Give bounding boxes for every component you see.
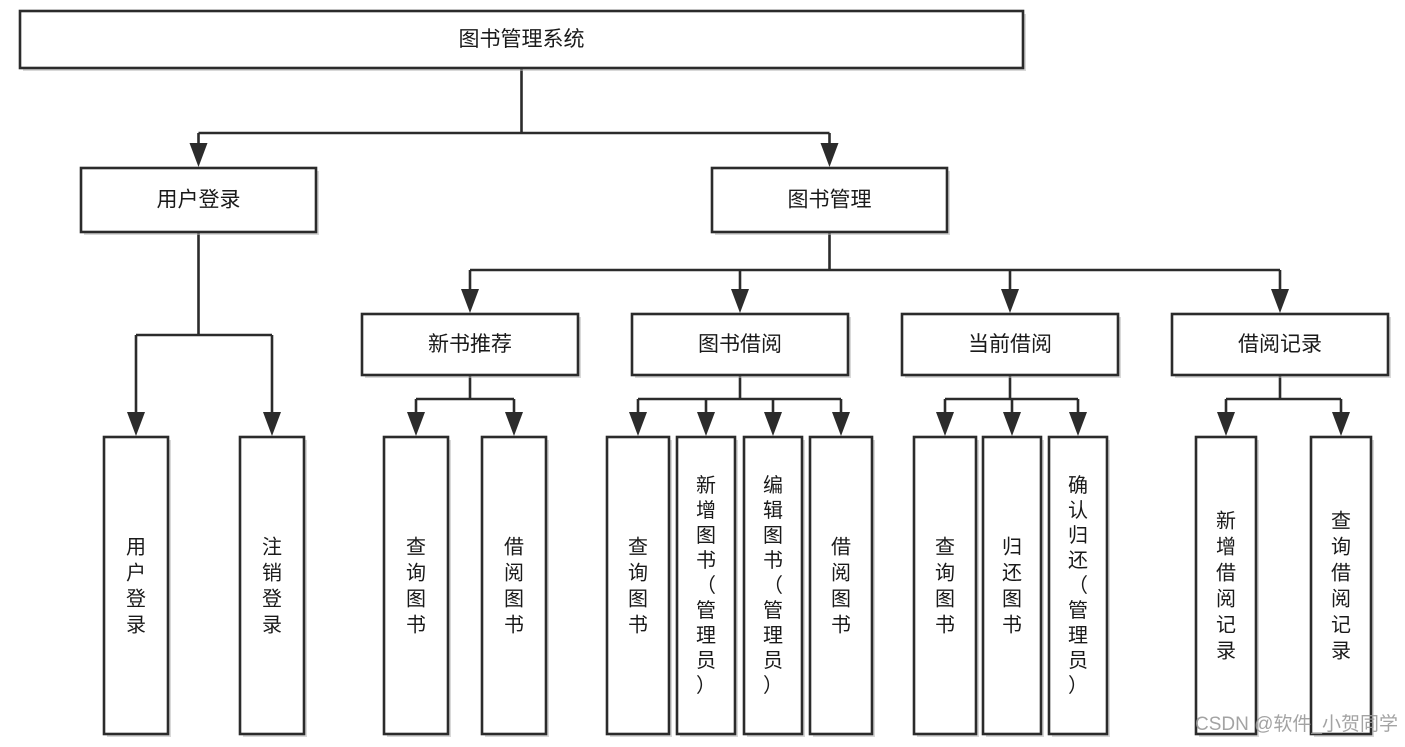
node-box	[382, 435, 450, 736]
node-box	[1309, 435, 1373, 736]
node-box	[710, 166, 949, 234]
node-box	[79, 166, 318, 234]
node-leaf-query-book-recommend[interactable]: 查询图书	[382, 435, 451, 737]
node-leaf-query-book-borrow[interactable]: 查询图书	[605, 435, 672, 737]
node-leaf-query-borrow-record[interactable]: 查询借阅记录	[1309, 435, 1374, 737]
node-leaf-confirm-return-admin[interactable]: 确认归还（管理员）	[1047, 435, 1110, 737]
node-box	[900, 312, 1120, 377]
node-box	[480, 435, 548, 736]
node-box	[1170, 312, 1390, 377]
node-label: 查询图书	[406, 536, 426, 637]
edge-group-book-manage	[461, 232, 1289, 313]
node-label: 查询图书	[628, 536, 648, 637]
node-label: 注销登录	[262, 536, 282, 637]
node-label: 借阅图书	[831, 536, 851, 637]
arrow-head-icon	[461, 289, 479, 313]
node-label: 新书推荐	[428, 333, 512, 356]
node-box	[675, 435, 737, 736]
arrow-head-icon	[505, 412, 523, 436]
node-box	[18, 9, 1025, 70]
csdn-watermark: CSDN @软件_小贺同学	[1195, 713, 1398, 735]
edge-group-book-borrow	[629, 375, 850, 436]
node-label: 新增借阅记录	[1216, 510, 1236, 663]
arrow-head-icon	[407, 412, 425, 436]
connector-layer	[127, 68, 1350, 436]
node-leaf-edit-book-admin[interactable]: 编辑图书（管理员）	[742, 435, 805, 737]
arrow-head-icon	[1001, 289, 1019, 313]
node-borrow-record[interactable]: 借阅记录	[1170, 312, 1391, 378]
node-box	[360, 312, 580, 377]
node-user-login[interactable]: 用户登录	[79, 166, 319, 235]
node-new-book-recommend[interactable]: 新书推荐	[360, 312, 581, 378]
node-label: 新增图书（管理员）	[696, 474, 716, 697]
arrow-head-icon	[832, 412, 850, 436]
node-box	[102, 435, 170, 736]
node-label: 图书管理	[788, 189, 872, 212]
node-leaf-query-book-current[interactable]: 查询图书	[912, 435, 979, 737]
node-box	[742, 435, 804, 736]
arrow-head-icon	[1069, 412, 1087, 436]
node-layer: 图书管理系统用户登录图书管理新书推荐图书借阅当前借阅借阅记录用户登录注销登录查询…	[18, 9, 1391, 737]
node-book-borrow[interactable]: 图书借阅	[630, 312, 851, 378]
node-label: 归还图书	[1002, 536, 1022, 637]
arrow-head-icon	[764, 412, 782, 436]
node-box	[238, 435, 306, 736]
node-leaf-user-login[interactable]: 用户登录	[102, 435, 171, 737]
edge-group-user-login	[127, 232, 281, 436]
arrow-head-icon	[629, 412, 647, 436]
node-label: 当前借阅	[968, 333, 1052, 356]
node-label: 图书借阅	[698, 333, 782, 356]
arrow-head-icon	[1003, 412, 1021, 436]
node-leaf-user-logout[interactable]: 注销登录	[238, 435, 307, 737]
node-label: 借阅记录	[1238, 333, 1322, 356]
arrow-head-icon	[189, 143, 208, 167]
node-label: 确认归还（管理员）	[1068, 474, 1088, 697]
arrow-head-icon	[697, 412, 715, 436]
node-root[interactable]: 图书管理系统	[18, 9, 1026, 71]
edge-group-root	[189, 68, 839, 167]
node-label: 查询借阅记录	[1331, 510, 1351, 663]
node-current-borrow[interactable]: 当前借阅	[900, 312, 1121, 378]
arrow-head-icon	[936, 412, 954, 436]
edge-group-new-book-recommend	[407, 375, 523, 436]
node-box	[912, 435, 978, 736]
node-label: 用户登录	[126, 537, 146, 637]
arrow-head-icon	[263, 412, 281, 436]
node-label: 借阅图书	[504, 536, 524, 637]
node-box	[1047, 435, 1109, 736]
node-leaf-borrow-book-recommend[interactable]: 借阅图书	[480, 435, 549, 737]
node-leaf-return-book[interactable]: 归还图书	[981, 435, 1044, 737]
arrow-head-icon	[731, 289, 749, 313]
node-leaf-add-book-admin[interactable]: 新增图书（管理员）	[675, 435, 738, 737]
arrow-head-icon	[1332, 412, 1350, 436]
node-leaf-borrow-book[interactable]: 借阅图书	[808, 435, 875, 737]
node-book-manage[interactable]: 图书管理	[710, 166, 950, 235]
arrow-head-icon	[1217, 412, 1235, 436]
node-label: 用户登录	[157, 189, 241, 212]
arrow-head-icon	[820, 143, 839, 167]
edge-group-borrow-record	[1217, 375, 1350, 436]
node-label: 图书管理系统	[459, 28, 585, 51]
node-box	[630, 312, 850, 377]
node-box	[605, 435, 671, 736]
arrow-head-icon	[127, 412, 145, 436]
node-box	[808, 435, 874, 736]
node-box	[1194, 435, 1258, 736]
arrow-head-icon	[1271, 289, 1289, 313]
edge-group-current-borrow	[936, 375, 1087, 436]
node-label: 查询图书	[935, 536, 955, 637]
node-label: 编辑图书（管理员）	[763, 474, 783, 697]
node-leaf-add-borrow-record[interactable]: 新增借阅记录	[1194, 435, 1259, 737]
node-box	[981, 435, 1043, 736]
